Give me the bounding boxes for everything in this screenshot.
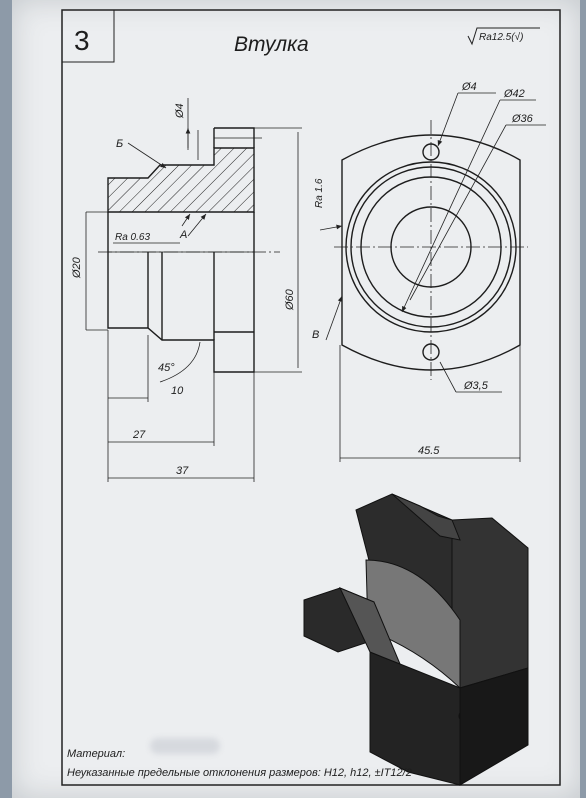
dim-d4-right: Ø4	[461, 81, 477, 93]
label-v: B	[312, 329, 319, 341]
dim-len10: 10	[171, 385, 184, 397]
ra-063: Ra 0.63	[115, 232, 150, 243]
roughness-general: Ra12.5(√)	[479, 31, 523, 43]
tolerance-note: Неуказанные предельные отклонения размер…	[67, 767, 412, 779]
roughness-symbol	[467, 27, 540, 46]
dim-len27: 27	[132, 429, 146, 441]
section-view	[98, 127, 280, 373]
title: Втулка	[234, 33, 309, 56]
section-dimensions	[85, 98, 302, 482]
label-a: A	[179, 229, 187, 241]
isometric-view	[303, 493, 529, 786]
dim-len37: 37	[176, 465, 189, 477]
front-dimensions	[319, 92, 546, 462]
redacted-material	[150, 738, 220, 754]
sheet-number-box	[61, 9, 115, 63]
sheet-number: 3	[74, 25, 90, 56]
dim-d4-left: Ø4	[174, 103, 186, 119]
ra-16: Ra 1.6	[314, 178, 325, 208]
label-b: Б	[116, 138, 123, 150]
dim-d35: Ø3,5	[463, 380, 489, 392]
dim-d60: Ø60	[284, 288, 296, 311]
dim-d42: Ø42	[503, 88, 525, 100]
dim-d36: Ø36	[511, 113, 534, 125]
dim-d20: Ø20	[71, 256, 83, 279]
material-label: Материал:	[67, 748, 125, 760]
drawing-frame	[61, 9, 561, 786]
dim-angle: 45°	[158, 362, 175, 374]
dim-width455: 45.5	[418, 445, 440, 457]
